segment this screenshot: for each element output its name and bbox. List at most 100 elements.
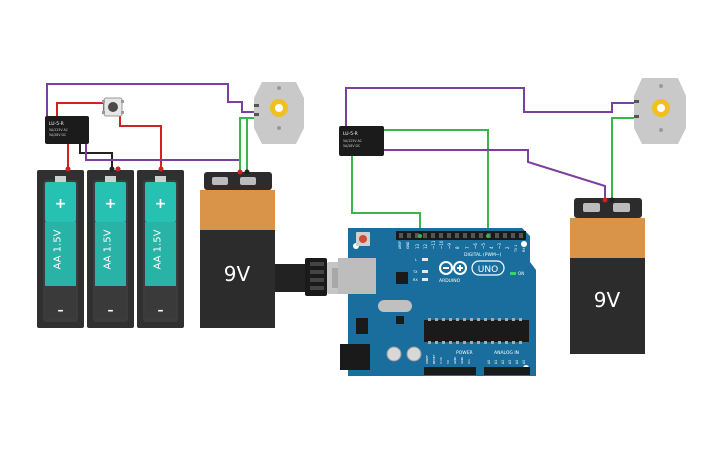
voltage-regulator xyxy=(356,318,368,334)
uno-badge xyxy=(471,260,505,276)
pin-label-8: 8 xyxy=(455,246,460,249)
battery-9v-left-label: 9V xyxy=(224,262,251,286)
push-button[interactable] xyxy=(102,97,124,117)
relay-right-title: LU-5-R xyxy=(343,131,358,137)
relay-right-rating-2: 5A/28V DC xyxy=(343,144,361,148)
label-analog-in: ANALOG IN xyxy=(494,350,519,356)
dc-barrel-jack[interactable] xyxy=(340,344,370,370)
wire-green-motor-to-9v-left[interactable] xyxy=(239,117,258,172)
pin-label-10: ~10 xyxy=(439,240,444,249)
pin-label-3: ~3 xyxy=(497,243,502,249)
led-on-label: ON xyxy=(518,271,524,276)
battery-aa-2-minus: – xyxy=(108,303,114,317)
pin-label-ioref: IOREF xyxy=(425,355,429,364)
battery-aa-2-plus: + xyxy=(105,196,117,212)
atmega-chip xyxy=(424,320,529,342)
led-rx-label: RX xyxy=(413,278,418,282)
small-ic xyxy=(396,316,404,324)
battery-aa-3-label: AA 1.5V xyxy=(153,229,164,269)
pin-label-gnd-1: GND xyxy=(453,356,457,364)
wire-green-relay-to-arduino-pin[interactable] xyxy=(384,129,489,240)
arduino-uno-board[interactable]: AREF GND 13 12 ~11 ~10 ~9 8 7 ~6 ~5 4 ~3… xyxy=(338,228,536,376)
digital-header[interactable] xyxy=(396,231,526,240)
model-label: UNO xyxy=(478,265,498,275)
pin-label-a2: A2 xyxy=(501,360,505,364)
arduino-logo-text: ARDUINO xyxy=(439,278,461,284)
wires xyxy=(46,83,636,240)
arduino-logo-icon xyxy=(439,261,467,275)
crystal-oscillator xyxy=(378,300,412,312)
battery-9v-left[interactable]: 9V xyxy=(200,169,275,329)
pin-label-5: ~5 xyxy=(481,243,486,249)
wire-purple-relay-to-motor-right[interactable] xyxy=(345,87,636,130)
wire-purple-relay-to-9v-right[interactable] xyxy=(384,149,606,200)
dc-motor-right[interactable] xyxy=(634,78,686,144)
battery-aa-3[interactable]: + AA 1.5V – xyxy=(137,170,184,328)
label-aref: AREF xyxy=(398,241,402,249)
battery-aa-2-label: AA 1.5V xyxy=(103,229,114,269)
led-tx xyxy=(422,270,428,273)
pin-label-reset: RESET xyxy=(432,354,436,364)
relay-left-rating-1: 5A/125V AC xyxy=(49,128,69,132)
pin-label-11: ~11 xyxy=(431,240,436,249)
pin-label-3v3: 3.3V xyxy=(439,356,443,364)
pin-label-gnd-2: GND xyxy=(460,356,464,364)
label-gnd-top: GND xyxy=(406,241,410,249)
pin-label-6: ~6 xyxy=(473,243,478,249)
capacitor-2 xyxy=(406,346,422,362)
pin-label-a0: A0 xyxy=(487,360,491,364)
led-rx xyxy=(422,278,428,281)
usb-port[interactable] xyxy=(338,258,376,294)
wire-dark-relay-to-battery2[interactable] xyxy=(79,143,113,168)
battery-aa-1-minus: – xyxy=(58,303,64,317)
pin-label-4: 4 xyxy=(489,246,494,249)
usb-chip xyxy=(396,272,408,284)
led-on xyxy=(510,272,516,275)
label-power: POWER xyxy=(456,350,473,356)
pin-label-vin: Vin xyxy=(467,359,471,364)
led-l xyxy=(422,258,428,261)
pin-label-12: 12 xyxy=(423,243,428,249)
arduino-pin-connection xyxy=(486,234,490,238)
pin-label-a1: A1 xyxy=(494,360,498,364)
battery-aa-terminals xyxy=(65,166,164,172)
battery-aa-1[interactable]: + AA 1.5V – xyxy=(37,170,84,328)
pin-label-a5: A5 xyxy=(522,360,526,364)
led-l-label: L xyxy=(415,258,417,262)
pin-label-rx0: RX 0 xyxy=(522,245,526,252)
wire-green-motor-to-9v-right[interactable] xyxy=(611,117,636,200)
wire-green-relay-to-arduino-gnd[interactable] xyxy=(351,148,421,240)
analog-header[interactable] xyxy=(484,367,530,375)
relay-right[interactable]: LU-5-R 5A/125V AC 5A/28V DC xyxy=(339,126,384,156)
pin-label-7: 7 xyxy=(465,246,470,249)
pin-label-a3: A3 xyxy=(508,360,512,364)
led-tx-label: TX xyxy=(412,270,418,274)
pin-label-5v: 5V xyxy=(446,359,450,364)
battery-9v-right[interactable]: 9V xyxy=(570,197,645,355)
battery-aa-3-plus: + xyxy=(155,196,167,212)
pin-label-13: 13 xyxy=(415,243,420,249)
wire-red-button-to-battery3[interactable] xyxy=(119,112,162,170)
battery-9v-right-label: 9V xyxy=(594,288,621,312)
arduino-gnd-connection xyxy=(418,234,422,238)
battery-aa-1-plus: + xyxy=(55,196,67,212)
pin-label-9: ~9 xyxy=(447,243,452,249)
atmega-chip-legs xyxy=(428,318,522,344)
label-digital-pwm: DIGITAL (PWM~) xyxy=(464,252,502,258)
dc-motor-left[interactable] xyxy=(254,82,304,144)
pin-label-tx1: TX 1 xyxy=(514,245,518,253)
battery-aa-2[interactable]: + AA 1.5V – xyxy=(87,170,134,328)
relay-left-title: LU-5-R xyxy=(49,121,64,127)
battery-aa-1-label: AA 1.5V xyxy=(53,229,64,269)
relay-right-rating-1: 5A/125V AC xyxy=(343,139,363,143)
battery-aa-3-minus: – xyxy=(158,303,164,317)
relay-left-rating-2: 5A/28V DC xyxy=(49,133,67,137)
digital-header-pins xyxy=(399,233,523,238)
capacitor-1 xyxy=(386,346,402,362)
pin-label-a4: A4 xyxy=(515,360,519,364)
power-header[interactable] xyxy=(424,367,476,375)
wire-purple-relay-to-motor-left[interactable] xyxy=(46,83,258,121)
relay-left[interactable]: LU-5-R 5A/125V AC 5A/28V DC xyxy=(45,116,89,144)
pin-label-2: 2 xyxy=(505,246,510,249)
